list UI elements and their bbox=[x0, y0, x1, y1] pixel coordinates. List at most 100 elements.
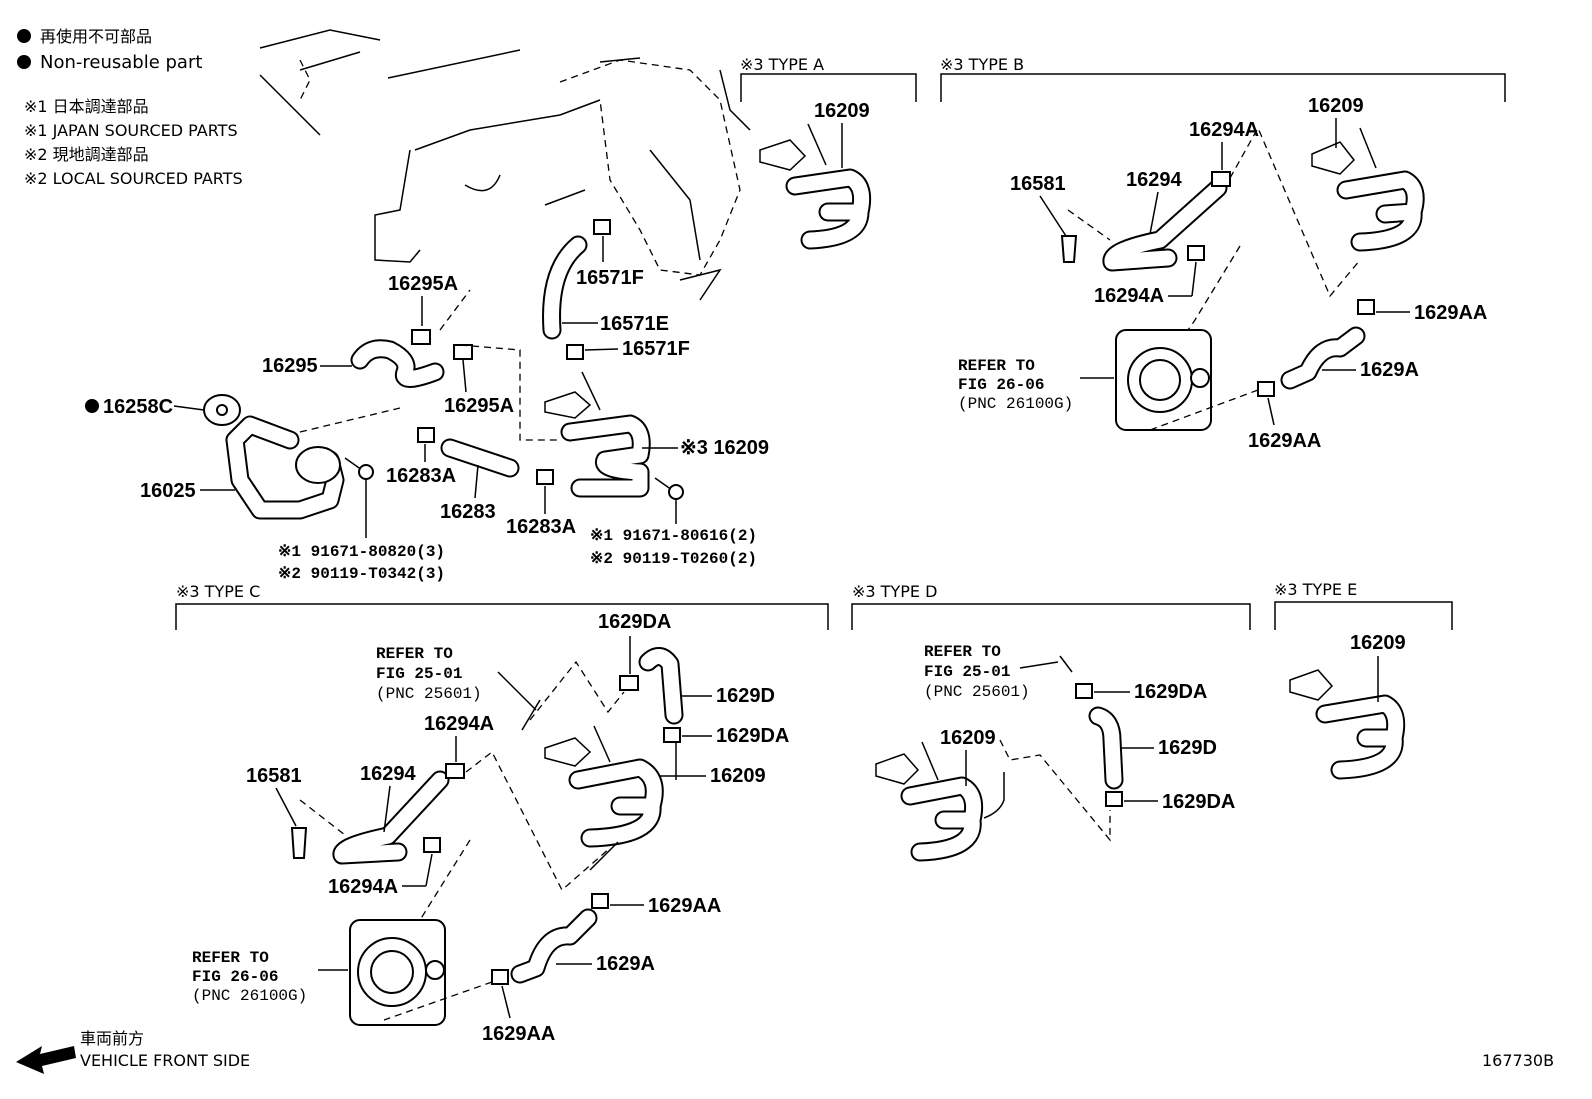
label-16571F-top: 16571F bbox=[576, 267, 644, 289]
legend-note1-jp: ※1 日本調達部品 bbox=[24, 97, 149, 116]
label-1629AA-bot-b: 1629AA bbox=[1248, 430, 1321, 452]
clamp-1629AA-bot-b bbox=[1257, 381, 1275, 397]
refer-d-3: (PNC 25601) bbox=[924, 683, 1030, 701]
label-16295A-mid: 16295A bbox=[444, 395, 514, 417]
type-e-section: ※3 TYPE E 16209 bbox=[1274, 580, 1453, 780]
label-1629A-c: 1629A bbox=[596, 953, 655, 975]
main-labels: 16295A 16295 16295A 16258C 16025 16283A … bbox=[85, 236, 769, 583]
label-16294-b: 16294 bbox=[1126, 169, 1182, 191]
valve-16581-b bbox=[1060, 235, 1078, 263]
footer: 車両前方 VEHICLE FRONT SIDE 167730B bbox=[16, 1029, 1554, 1074]
clamp-16283A-left bbox=[417, 427, 435, 443]
label-16571E: 16571E bbox=[600, 313, 669, 335]
valve-16581-c bbox=[290, 827, 308, 859]
front-side-en: VEHICLE FRONT SIDE bbox=[80, 1051, 250, 1070]
label-1629AA-top-b: 1629AA bbox=[1414, 302, 1487, 324]
type-c-section: ※3 TYPE C REFER bbox=[175, 582, 829, 1045]
refer-b-3: (PNC 26100G) bbox=[958, 395, 1073, 413]
refer-c-bot-2: FIG 26-06 bbox=[192, 968, 278, 986]
clamp-16571F-top bbox=[593, 219, 611, 235]
type-d-title: ※3 TYPE D bbox=[852, 582, 937, 601]
bolt-left-pn2: ※2 90119-T0342(3) bbox=[278, 565, 445, 583]
clamp-1629DA-bot-d bbox=[1105, 791, 1123, 807]
type-b-title: ※3 TYPE B bbox=[940, 55, 1024, 74]
label-1629DA-mid-c: 1629DA bbox=[716, 725, 789, 747]
refer-b-2: FIG 26-06 bbox=[958, 376, 1044, 394]
clamp-16294A-top-c bbox=[445, 763, 465, 779]
refer-c-bot-3: (PNC 26100G) bbox=[192, 987, 307, 1005]
legend-note2-jp: ※2 現地調達部品 bbox=[24, 145, 149, 164]
refer-d-1: REFER TO bbox=[924, 643, 1001, 661]
label-16258C: 16258C bbox=[103, 396, 173, 418]
clamp-16295A-top bbox=[411, 329, 431, 345]
refer-c-top-3: (PNC 25601) bbox=[376, 685, 482, 703]
label-16283A-left: 16283A bbox=[386, 465, 456, 487]
label-16295: 16295 bbox=[262, 355, 318, 377]
label-16581-b: 16581 bbox=[1010, 173, 1066, 195]
refer-d-2: FIG 25-01 bbox=[924, 663, 1010, 681]
clamp-1629AA-top-c bbox=[591, 893, 609, 909]
label-16283: 16283 bbox=[440, 501, 496, 523]
nonreusable-dot-icon bbox=[85, 399, 99, 413]
label-16209-main: ※3 16209 bbox=[680, 437, 769, 459]
engine-outline bbox=[259, 29, 751, 301]
front-arrow-icon bbox=[16, 1046, 76, 1074]
label-16209-c: 16209 bbox=[710, 765, 766, 787]
legend: 再使用不可部品 Non-reusable part ※1 日本調達部品 ※1 J… bbox=[17, 27, 243, 188]
label-16294A-bot-c: 16294A bbox=[328, 876, 398, 898]
clamp-1629AA-top-b bbox=[1357, 299, 1375, 315]
label-16209-e: 16209 bbox=[1350, 632, 1406, 654]
type-a-section: ※3 TYPE A 16209 bbox=[740, 55, 917, 250]
label-16294A-top-c: 16294A bbox=[424, 713, 494, 735]
legend-note2-en: ※2 LOCAL SOURCED PARTS bbox=[24, 169, 243, 188]
bolt-right-pn2: ※2 90119-T0260(2) bbox=[590, 550, 757, 568]
label-16581-c: 16581 bbox=[246, 765, 302, 787]
bracket-16209-a bbox=[759, 139, 807, 171]
figure-code: 167730B bbox=[1482, 1051, 1554, 1070]
clamp-16283A-right bbox=[536, 469, 554, 485]
refer-b-1: REFER TO bbox=[958, 357, 1035, 375]
label-16571F-bot: 16571F bbox=[622, 338, 690, 360]
label-1629AA-top-c: 1629AA bbox=[648, 895, 721, 917]
label-1629D-c: 1629D bbox=[716, 685, 775, 707]
label-1629D-d: 1629D bbox=[1158, 737, 1217, 759]
main-assembly bbox=[203, 219, 684, 520]
type-e-title: ※3 TYPE E bbox=[1274, 580, 1357, 599]
refer-c-bot-1: REFER TO bbox=[192, 949, 269, 967]
clamp-1629AA-bot-c bbox=[491, 969, 509, 985]
type-d-section: ※3 TYPE D REFER TO FIG 25-01 (PNC 25601)… bbox=[851, 582, 1251, 862]
legend-nonreusable-en: Non-reusable part bbox=[40, 52, 202, 73]
type-b-section: ※3 TYPE B 16209 16294A 16581 16294 bbox=[940, 55, 1506, 452]
label-16294A-bot-b: 16294A bbox=[1094, 285, 1164, 307]
nonreusable-dot-icon bbox=[17, 55, 31, 69]
flange-16025 bbox=[295, 446, 341, 484]
label-16209-type-a: 16209 bbox=[814, 100, 870, 122]
label-16025: 16025 bbox=[140, 480, 196, 502]
type-c-title: ※3 TYPE C bbox=[176, 582, 260, 601]
clamp-1629DA-mid-c bbox=[663, 727, 681, 743]
label-1629AA-bot-c: 1629AA bbox=[482, 1023, 555, 1045]
label-16294A-top-b: 16294A bbox=[1189, 119, 1259, 141]
clamp-16294A-bot-b bbox=[1187, 245, 1205, 261]
type-a-title: ※3 TYPE A bbox=[740, 55, 824, 74]
refer-c-top-2: FIG 25-01 bbox=[376, 665, 462, 683]
clamp-16571F-bot bbox=[566, 344, 584, 360]
legend-nonreusable-jp: 再使用不可部品 bbox=[40, 27, 152, 46]
label-16209-d: 16209 bbox=[940, 727, 996, 749]
refer-c-top-1: REFER TO bbox=[376, 645, 453, 663]
clamp-16295A-mid bbox=[453, 344, 473, 360]
label-1629A-b: 1629A bbox=[1360, 359, 1419, 381]
label-16283A-right: 16283A bbox=[506, 516, 576, 538]
clamp-1629DA-top-c bbox=[619, 675, 639, 691]
clamp-1629DA-top-d bbox=[1075, 683, 1093, 699]
label-1629DA-top-d: 1629DA bbox=[1134, 681, 1207, 703]
clamp-16294A-bot-c bbox=[423, 837, 441, 853]
label-16295A-top: 16295A bbox=[388, 273, 458, 295]
nonreusable-dot-icon bbox=[17, 29, 31, 43]
bolt-right-pn1: ※1 91671-80616(2) bbox=[590, 527, 757, 545]
front-side-jp: 車両前方 bbox=[80, 1029, 144, 1048]
clamp-16294A-top-b bbox=[1211, 171, 1231, 187]
label-16209-type-b: 16209 bbox=[1308, 95, 1364, 117]
bolt-left-pn1: ※1 91671-80820(3) bbox=[278, 543, 445, 561]
